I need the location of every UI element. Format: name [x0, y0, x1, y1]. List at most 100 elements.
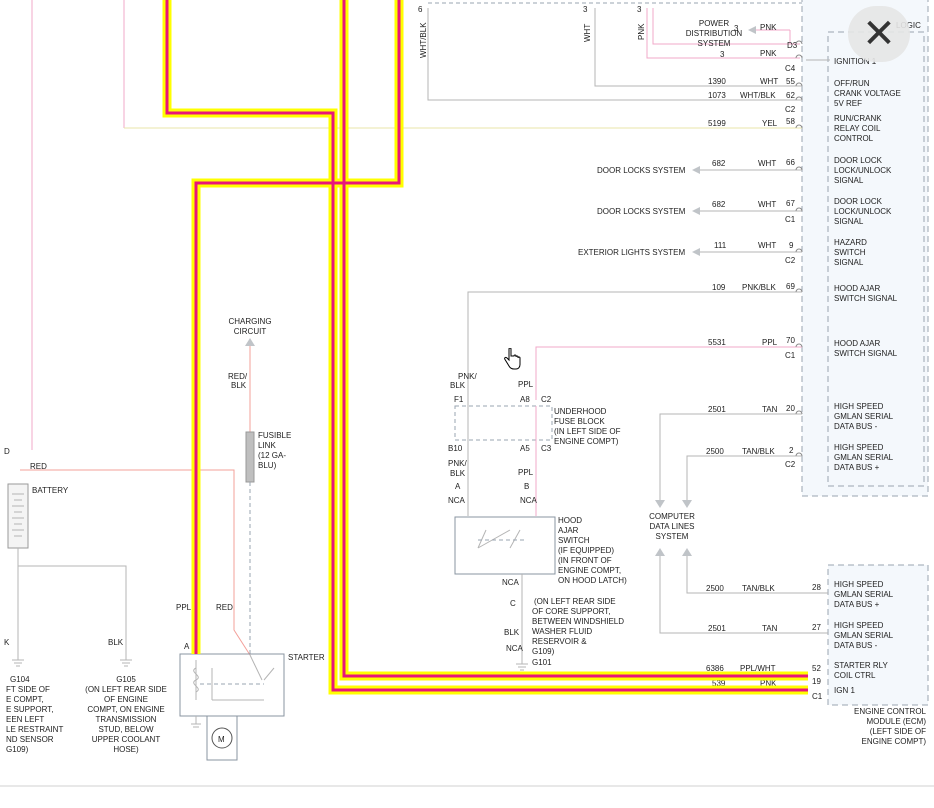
switch-label-line: SWITCH: [558, 536, 590, 545]
connector-id: A: [455, 482, 461, 491]
connector-id: F1: [454, 395, 464, 404]
wire-color: RED: [216, 603, 233, 612]
pin-number: 62: [786, 91, 795, 100]
fusible-label-line: BLU): [258, 461, 277, 470]
pin-number: 66: [786, 158, 795, 167]
g101-desc: (ON LEFT REAR SIDE: [534, 597, 616, 606]
connector-id: A8: [520, 395, 530, 404]
battery-label: BATTERY: [32, 486, 69, 495]
g104-desc: E SUPPORT,: [6, 705, 53, 714]
g105-desc: OF ENGINE: [104, 695, 148, 704]
system-ref: DOOR LOCKS SYSTEM: [597, 207, 686, 216]
pin-number: 2: [789, 446, 794, 455]
connector-id: C2: [785, 105, 796, 114]
pin-number: 69: [786, 282, 795, 291]
circuit-number: 539: [712, 679, 726, 688]
g105-label: G105: [116, 675, 136, 684]
pin-number: 3: [720, 50, 725, 59]
ecm-label-line: ENGINE CONTROL: [854, 707, 927, 716]
ecm-pin-label: HIGH SPEED: [834, 580, 884, 589]
ecm-pin-label: IGN 1: [834, 686, 855, 695]
left-letter: K: [4, 638, 10, 647]
connector-id: A: [184, 642, 190, 651]
g101-desc: RESERVOIR &: [532, 637, 587, 646]
pin-number: 58: [786, 117, 795, 126]
ecm-pin-label: GMLAN SERIAL: [834, 631, 894, 640]
hand-pointer-icon: [503, 347, 521, 375]
pin-number: 70: [786, 336, 795, 345]
ecm-pin-label: GMLAN SERIAL: [834, 590, 894, 599]
g101-desc: OF CORE SUPPORT,: [532, 607, 611, 616]
wire-color: WHT/BLK: [740, 91, 776, 100]
bcm-pin-label: SIGNAL: [834, 258, 864, 267]
highlighted-circuit: [162, 0, 808, 695]
starter: PPL RED A STARTER M: [176, 603, 325, 761]
g101-desc: BETWEEN WINDSHIELD: [532, 617, 624, 626]
bcm-pin-label: SWITCH SIGNAL: [834, 349, 898, 358]
circuit-number: 109: [712, 283, 726, 292]
wire-color: TAN: [762, 624, 778, 633]
pin-number: 19: [812, 677, 821, 686]
cdl-label-line: COMPUTER: [649, 512, 695, 521]
bcm-pin-label: OFF/RUN: [834, 79, 870, 88]
pin-number: 9: [789, 241, 794, 250]
wire-color-vertical: WHT/BLK: [419, 22, 428, 58]
fusible-label-line: FUSIBLE: [258, 431, 291, 440]
wire-color: BLK: [231, 381, 247, 390]
ecm-label-line: ENGINE COMPT): [862, 737, 927, 746]
ecm-pin-label: DATA BUS +: [834, 600, 880, 609]
wire-color: PNK: [760, 23, 777, 32]
bcm-pin-label: GMLAN SERIAL: [834, 412, 894, 421]
g104-desc: E COMPT,: [6, 695, 44, 704]
g104-label: G104: [10, 675, 30, 684]
circuit-number: 111: [714, 241, 727, 250]
connector-id: C1: [785, 351, 796, 360]
wire-color: WHT: [760, 77, 778, 86]
g101-label: G101: [532, 658, 552, 667]
switch-label-line: HOOD: [558, 516, 582, 525]
bcm-pin-label: DOOR LOCK: [834, 197, 883, 206]
ufb-label-line: ENGINE COMPT): [554, 437, 619, 446]
bcm-pin-label: DOOR LOCK: [834, 156, 883, 165]
g104-desc: LE RESTRAINT: [6, 725, 63, 734]
wire-color: BLK: [450, 469, 466, 478]
wire-color: WHT: [758, 241, 776, 250]
circuit-number: 1390: [708, 77, 726, 86]
circuit-number: 682: [712, 159, 726, 168]
connector-id: C4: [785, 64, 796, 73]
power-distribution-system: POWER DISTRIBUTION SYSTEM 3 PNK PNK 3 D3…: [686, 19, 798, 73]
connector-id: B10: [448, 444, 463, 453]
ecm-pin-label: STARTER RLY: [834, 661, 888, 670]
close-button[interactable]: ✕: [848, 6, 910, 62]
bcm-pin-label: HOOD AJAR: [834, 284, 880, 293]
wire-color: PPL/WHT: [740, 664, 776, 673]
charging-label-line: CIRCUIT: [234, 327, 267, 336]
close-icon[interactable]: ✕: [862, 11, 896, 57]
ground-g104: K G104 FT SIDE OF E COMPT, E SUPPORT, EE…: [4, 638, 63, 754]
wire-color: PPL: [518, 380, 534, 389]
ground-g101: C BLK NCA (ON LEFT REAR SIDE OF CORE SUP…: [504, 574, 624, 671]
bcm-pin-label: SIGNAL: [834, 176, 864, 185]
wire-color: PNK/BLK: [742, 283, 776, 292]
wire-color: BLK: [450, 381, 466, 390]
ecm-label-line: (LEFT SIDE OF: [870, 727, 926, 736]
underhood-fuse-block: PNK/ BLK PPL F1 A8 C2 B10 A5 C3 UNDERHOO…: [448, 372, 621, 453]
circuit-number: 682: [712, 200, 726, 209]
fusible-label-line: (12 GA-: [258, 451, 286, 460]
g105-desc: UPPER COOLANT: [92, 735, 161, 744]
wire-color: PNK: [760, 679, 777, 688]
pin-number: 67: [786, 199, 795, 208]
bcm-pin-label: DATA BUS +: [834, 463, 880, 472]
connector-id: C: [510, 599, 516, 608]
pin-number: 20: [786, 404, 795, 413]
ufb-label-line: (IN LEFT SIDE OF: [554, 427, 621, 436]
pds-label-line: DISTRIBUTION: [686, 29, 743, 38]
ufb-label-line: FUSE BLOCK: [554, 417, 605, 426]
pds-label-line: POWER: [699, 19, 729, 28]
wire-color: TAN: [762, 405, 778, 414]
g104-desc: ND SENSOR: [6, 735, 54, 744]
connector-id: C1: [785, 215, 796, 224]
ecm-connections: 2500 TAN/BLK 28 HIGH SPEED GMLAN SERIAL …: [706, 580, 894, 701]
wire-color: RED/: [228, 372, 248, 381]
